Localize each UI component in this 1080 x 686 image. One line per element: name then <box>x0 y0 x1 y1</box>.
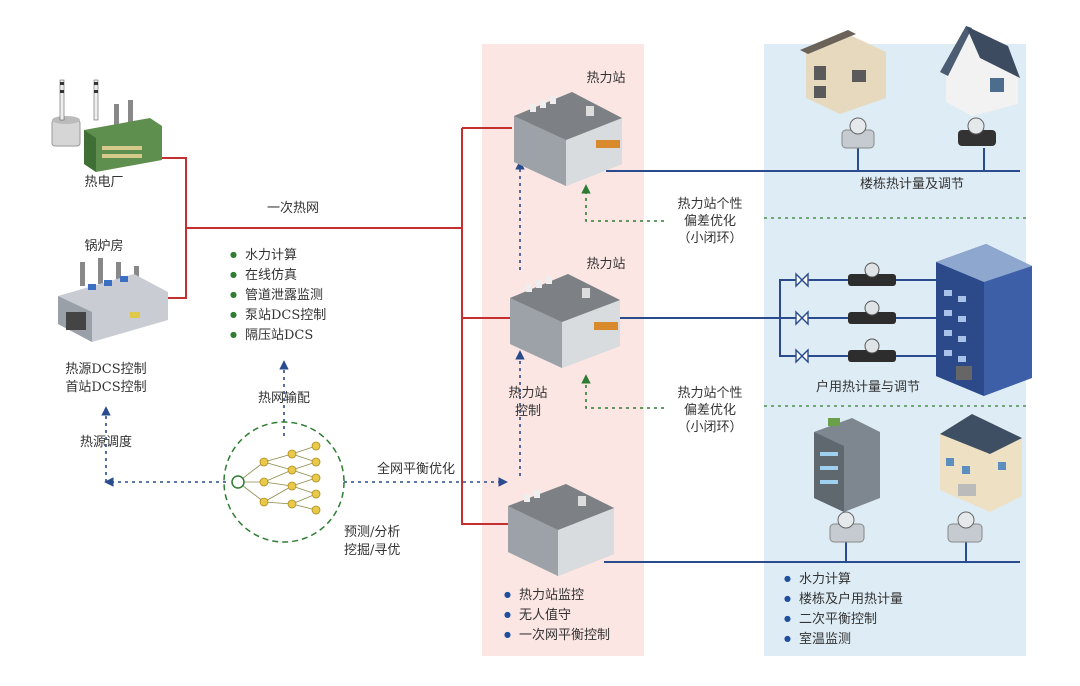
heat-station-top-illustration <box>514 92 622 186</box>
household-meter-icon <box>848 262 896 362</box>
deviation-opt-2-line-1: 热力站个性 <box>677 386 743 401</box>
deviation-opt-1-line-3: （小闭环） <box>677 231 743 246</box>
ai-analytics-node <box>223 421 345 543</box>
list-item: 室温监测 <box>784 630 903 650</box>
power-plant-label: 热电厂 <box>84 175 124 190</box>
villa-building-illustration <box>800 30 886 114</box>
list-item: 楼栋及户用热计量 <box>784 590 903 610</box>
mining-label: 挖掘/寻优 <box>344 543 401 558</box>
valve-icon <box>795 272 809 364</box>
list-item: 无人值守 <box>504 606 610 626</box>
deviation-opt-1-line-2: 偏差优化 <box>683 214 737 229</box>
heat-station-mid-label: 热力站 <box>586 257 626 272</box>
primary-network-label: 一次热网 <box>266 201 320 216</box>
heat-meter-icon <box>947 511 983 543</box>
prediction-label: 预测/分析 <box>344 525 401 540</box>
building-metering-label: 楼栋热计量及调节 <box>859 177 965 192</box>
user-function-list: 水力计算 楼栋及户用热计量 二次平衡控制 室温监测 <box>784 570 903 650</box>
power-plant-illustration <box>51 79 162 172</box>
list-item: 一次网平衡控制 <box>504 626 610 646</box>
deviation-opt-2-line-2: 偏差优化 <box>683 403 737 418</box>
office-building-illustration <box>814 418 880 512</box>
list-item: 隔压站DCS <box>230 326 326 346</box>
list-item: 水力计算 <box>784 570 903 590</box>
head-station-dcs-label: 首站DCS控制 <box>65 380 147 395</box>
station-control-label-1: 热力站 <box>508 386 548 401</box>
list-item: 管道泄露监测 <box>230 286 326 306</box>
house-building-illustration <box>940 26 1020 116</box>
list-item: 二次平衡控制 <box>784 610 903 630</box>
source-dispatch-label: 热源调度 <box>79 435 133 450</box>
heat-meter-icon <box>841 117 875 149</box>
network-function-list: 水力计算 在线仿真 管道泄露监测 泵站DCS控制 隔压站DCS <box>230 246 326 346</box>
heat-station-bottom-illustration <box>508 484 614 576</box>
deviation-opt-1-line-1: 热力站个性 <box>677 197 743 212</box>
list-item: 泵站DCS控制 <box>230 306 326 326</box>
station-function-list: 热力站监控 无人值守 一次网平衡控制 <box>504 586 610 646</box>
source-dcs-label: 热源DCS控制 <box>65 362 147 377</box>
global-balance-label: 全网平衡优化 <box>376 462 456 477</box>
optimization-arrows <box>581 184 664 409</box>
boiler-room-illustration <box>58 258 168 342</box>
network-distribution-label: 热网输配 <box>257 391 311 406</box>
primary-network-pipes <box>148 127 512 525</box>
heat-station-top-label: 热力站 <box>586 71 626 86</box>
deviation-opt-2-line-3: （小闭环） <box>677 420 743 435</box>
list-item: 水力计算 <box>230 246 326 266</box>
heat-station-middle-illustration <box>510 274 620 368</box>
apartment-building-illustration <box>936 244 1032 396</box>
zone-separators <box>764 217 1026 407</box>
dispatch-arrows <box>101 160 525 487</box>
dormitory-building-illustration <box>940 414 1022 512</box>
station-control-label-2: 控制 <box>514 404 542 419</box>
list-item: 热力站监控 <box>504 586 610 606</box>
household-metering-label: 户用热计量与调节 <box>815 380 921 395</box>
heat-meter-icon <box>958 117 996 146</box>
list-item: 在线仿真 <box>230 266 326 286</box>
boiler-room-label: 锅炉房 <box>84 239 124 254</box>
heat-meter-icon <box>829 511 865 543</box>
